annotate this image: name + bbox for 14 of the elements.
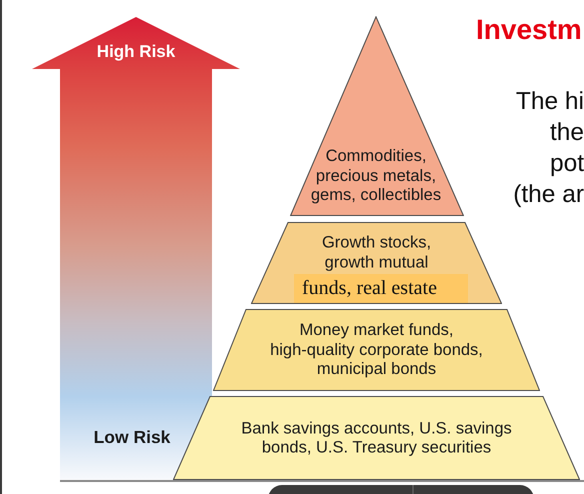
tier-label: Growth stocks, growth mutual	[320, 234, 432, 272]
title: Investm	[476, 14, 582, 46]
arrow-label: High Risk	[96, 42, 176, 62]
tier-label: Bank savings accounts, U.S. savings bonds, U.S. Treasury securities	[240, 419, 513, 458]
pyramid-tier	[173, 396, 580, 480]
tier-label: Commodities, precious metals, gems, collectibles	[310, 146, 442, 206]
pyramid-tier	[213, 309, 540, 391]
arrow-label: Low Risk	[94, 427, 170, 447]
text-highlight: funds, real estate	[294, 274, 468, 303]
risk-arrow	[32, 17, 240, 480]
pyramid-tier	[251, 222, 502, 304]
body-text: The hi the pot (the ar	[512, 87, 584, 210]
tier-label: Money market funds, high-quality corporate bonds, municipal bonds	[269, 320, 484, 380]
pyramid-tier	[290, 16, 464, 216]
